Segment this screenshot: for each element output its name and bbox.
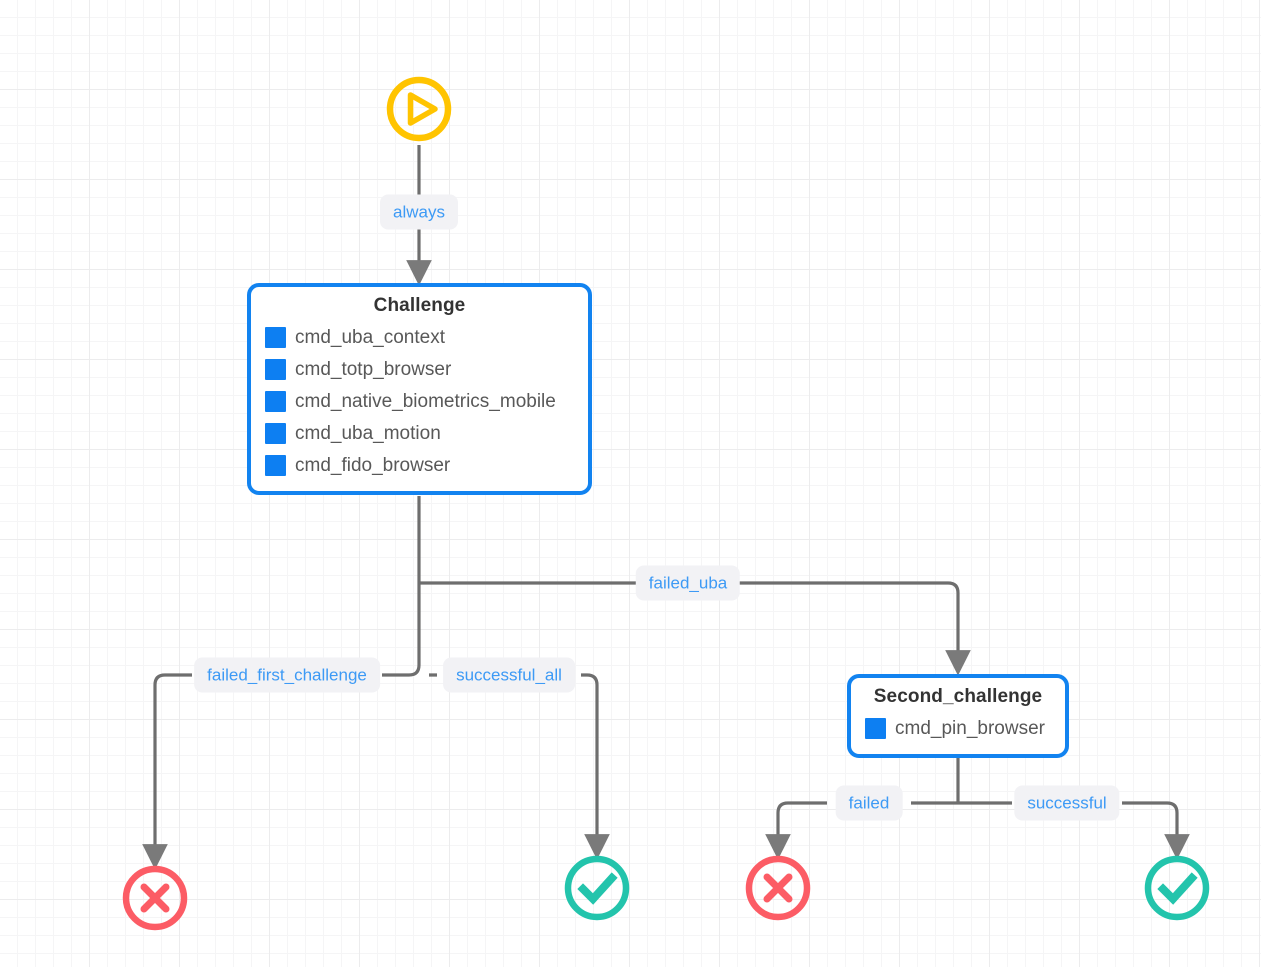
node-challenge-item-2[interactable]: cmd_native_biometrics_mobile xyxy=(265,385,574,417)
terminator-success-all[interactable] xyxy=(561,852,633,924)
item-swatch-icon xyxy=(265,358,286,380)
terminator-success-second[interactable] xyxy=(1141,852,1213,924)
item-swatch-icon xyxy=(265,326,286,348)
node-second-challenge-item-0[interactable]: cmd_pin_browser xyxy=(865,712,1051,744)
edge-label-always[interactable]: always xyxy=(380,194,458,230)
node-challenge-item-0[interactable]: cmd_uba_context xyxy=(265,321,574,353)
play-circle-icon xyxy=(386,76,452,142)
item-swatch-icon xyxy=(265,422,286,444)
edge-label-failed[interactable]: failed xyxy=(835,785,903,821)
node-challenge[interactable]: Challenge cmd_uba_context cmd_totp_brows… xyxy=(247,283,592,495)
node-challenge-item-4[interactable]: cmd_fido_browser xyxy=(265,449,574,481)
edge-label-successful-all[interactable]: successful_all xyxy=(443,657,575,693)
node-challenge-title: Challenge xyxy=(373,295,466,316)
x-circle-icon xyxy=(122,865,188,931)
edge-failed-first-challenge xyxy=(155,673,409,862)
edge-failed xyxy=(778,801,958,852)
item-label: cmd_uba_motion xyxy=(295,422,441,444)
item-label: cmd_pin_browser xyxy=(895,717,1045,739)
item-label: cmd_fido_browser xyxy=(295,454,451,476)
node-second-challenge[interactable]: Second_challenge cmd_pin_browser xyxy=(847,674,1069,758)
item-swatch-icon xyxy=(265,454,286,476)
edge-failed-uba xyxy=(419,581,958,668)
item-label: cmd_uba_context xyxy=(295,326,445,348)
item-label: cmd_native_biometrics_mobile xyxy=(295,390,556,412)
terminator-fail-second[interactable] xyxy=(742,852,814,924)
edge-label-failed-first-challenge[interactable]: failed_first_challenge xyxy=(194,657,380,693)
node-challenge-item-1[interactable]: cmd_totp_browser xyxy=(265,353,574,385)
item-swatch-icon xyxy=(265,390,286,412)
x-circle-icon xyxy=(745,855,811,921)
edge-label-failed-uba[interactable]: failed_uba xyxy=(635,565,741,601)
edge-label-successful[interactable]: successful xyxy=(1014,785,1120,821)
edge-successful-all xyxy=(429,673,597,852)
edge-challenge-split-stem xyxy=(408,583,421,677)
node-challenge-item-3[interactable]: cmd_uba_motion xyxy=(265,417,574,449)
item-swatch-icon xyxy=(865,717,886,739)
check-circle-icon xyxy=(564,855,630,921)
item-label: cmd_totp_browser xyxy=(295,358,452,380)
node-second-challenge-title: Second_challenge xyxy=(873,686,1043,707)
edge-successful xyxy=(958,801,1177,852)
check-circle-icon xyxy=(1144,855,1210,921)
start-node[interactable] xyxy=(383,73,455,145)
terminator-fail-first[interactable] xyxy=(119,862,191,934)
